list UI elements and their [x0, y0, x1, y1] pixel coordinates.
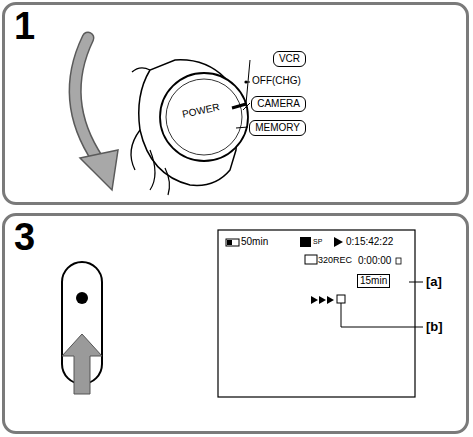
callout-letter: [b]: [426, 320, 443, 333]
label-text: MEMORY: [255, 122, 300, 133]
progress-arrow: [311, 296, 318, 304]
power-dial: [160, 73, 248, 161]
mode-label: MEMORY: [249, 120, 306, 136]
tape-speed: SP: [313, 238, 322, 245]
label-text: VCR: [279, 53, 300, 64]
turn-arrow: [75, 38, 98, 160]
leader-line: [341, 303, 423, 327]
play-mark: [334, 237, 343, 247]
step-panel: 1VCR CAMERA MEMORY: [2, 2, 469, 205]
mode-label: OFF(CHG): [252, 76, 301, 86]
step-number: 1: [14, 7, 35, 45]
callout-letter: [a]: [426, 275, 442, 288]
press-arrow: [62, 334, 102, 394]
tape-icon: [300, 237, 311, 247]
turn-arrow-outline: [75, 38, 98, 160]
tape-counter: 0:00:00: [358, 256, 391, 266]
record-dot: [76, 292, 88, 304]
step-number: 3: [14, 218, 35, 256]
lcd-screen: [218, 230, 415, 397]
progress-arrow: [319, 296, 326, 304]
remaining-time-box: 15min: [357, 274, 390, 288]
leader-line: [246, 82, 250, 83]
mode-label: VCR: [273, 51, 306, 67]
record-mode: 320REC: [318, 256, 352, 265]
label-text: CAMERA: [257, 98, 300, 109]
dial-pointer: [232, 104, 246, 108]
dial-tab: [150, 150, 169, 195]
mode-label: CAMERA: [251, 96, 306, 112]
grip-edge: [131, 68, 150, 170]
counter-mark: [396, 258, 401, 264]
turn-arrow-head: [80, 150, 118, 190]
leader-line: [236, 127, 248, 128]
dial-ring: [166, 79, 242, 155]
leader-line: [409, 282, 423, 283]
battery-time: 50min: [241, 237, 268, 247]
battery-level: [227, 240, 232, 245]
label-text: 15min: [360, 275, 387, 286]
leader-line: [243, 103, 250, 110]
leader-line: [246, 60, 250, 104]
picture-icon: [305, 255, 317, 264]
tape-end-icon: [337, 295, 345, 303]
progress-arrow: [327, 296, 334, 304]
battery-icon: [226, 239, 239, 246]
time-code: 0:15:42:22: [346, 237, 393, 247]
step-panel: 3 15min: [2, 213, 469, 434]
